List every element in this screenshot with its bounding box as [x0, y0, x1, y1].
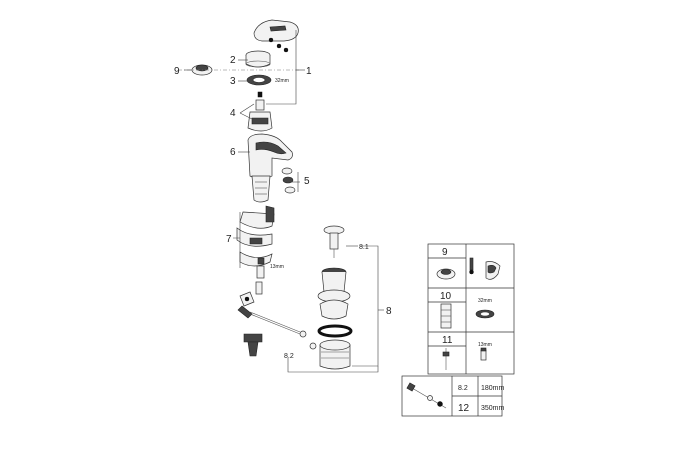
aerator [281, 167, 296, 194]
callout-6: 6 [230, 147, 236, 158]
leader-lines [184, 30, 384, 373]
lever-handle [253, 19, 299, 42]
drain-plug [323, 225, 345, 258]
rod-length-table [401, 375, 503, 417]
row-11-rod-icon [442, 348, 450, 370]
row-10-cartridge-icon [440, 303, 452, 329]
callout-2: 2 [230, 55, 236, 66]
row-11-dim: 13mm [478, 342, 492, 348]
row-9-handle-icon [469, 257, 501, 280]
dim-13mm-label: 13mm [270, 264, 284, 270]
callout-8-2: 8.2 [284, 353, 294, 360]
table-row-9-label: 9 [442, 247, 448, 258]
callout-8-1: 8.1 [359, 244, 369, 251]
spare-parts-table [427, 243, 515, 375]
cartridge [247, 91, 273, 132]
handle-screws [268, 37, 289, 53]
faucet-body [247, 133, 293, 203]
callout-4: 4 [230, 108, 236, 119]
callout-3: 3 [230, 76, 236, 87]
callout-8: 8 [386, 306, 392, 317]
rod-12-label: 12 [458, 403, 470, 414]
callout-5: 5 [304, 176, 310, 187]
callout-7: 7 [226, 234, 232, 245]
pop-up-linkage [237, 281, 317, 357]
rod-12-length: 350mm [481, 405, 505, 412]
row-10-dim: 32mm [478, 298, 492, 304]
ring-32mm [246, 74, 272, 86]
drain-body [317, 267, 353, 370]
spare-cap-9 [191, 64, 213, 76]
row-9-cap-icon [436, 268, 456, 280]
table-row-10-label: 10 [440, 291, 452, 302]
row-11-nut-icon [480, 347, 487, 361]
dim-32mm-label: 32mm [275, 78, 289, 84]
cover-cap [245, 50, 271, 68]
mounting-set [236, 205, 275, 279]
callout-1: 1 [306, 66, 312, 77]
callout-9: 9 [174, 66, 180, 77]
rod-8-2-label: 8.2 [458, 385, 468, 392]
row-10-ring-icon [475, 309, 495, 319]
rod-8-2-length: 180mm [481, 385, 505, 392]
table-row-11-label: 11 [442, 335, 453, 346]
rod-length-icon [406, 382, 447, 409]
